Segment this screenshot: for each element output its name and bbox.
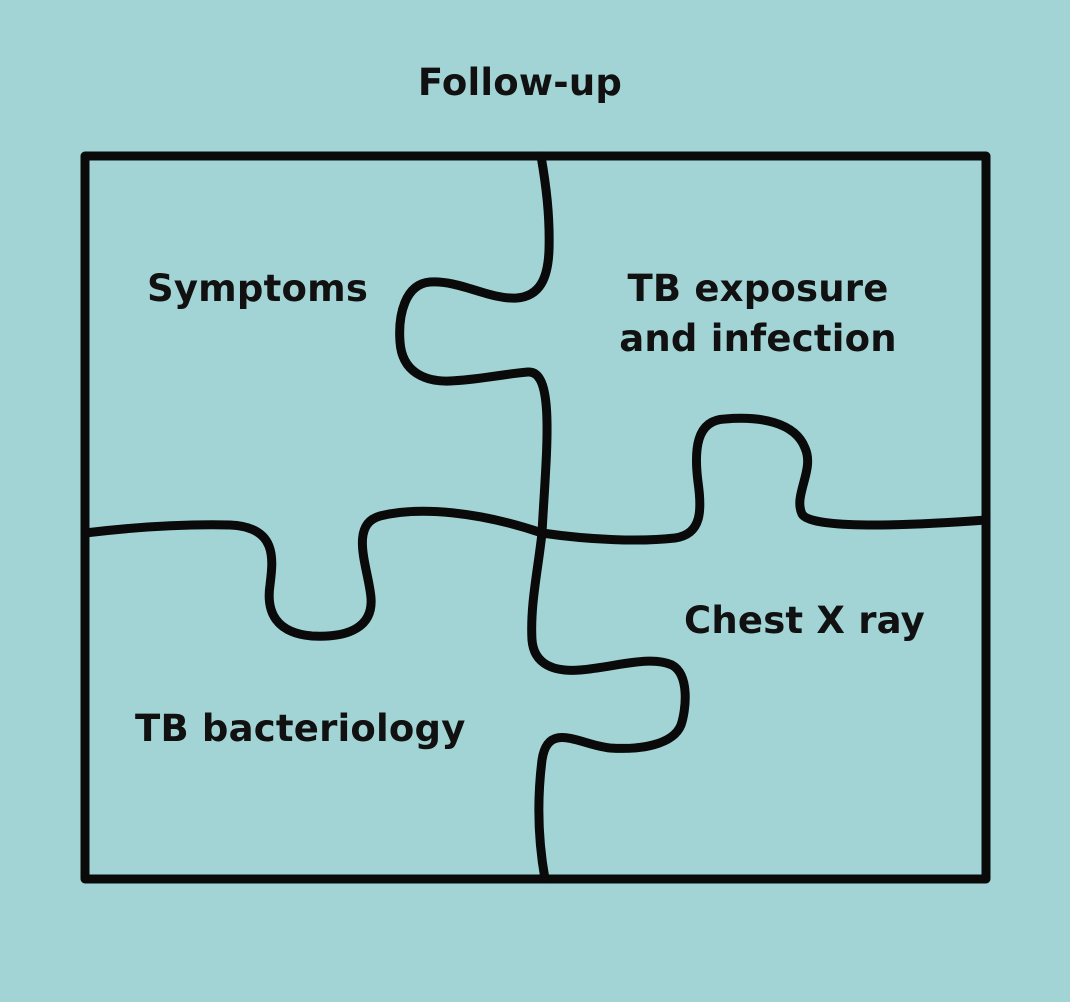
piece-label-symptoms: Symptoms: [147, 267, 369, 310]
piece-label-tb-bacteriology: TB bacteriology: [135, 707, 466, 750]
seam-right-horizontal: [537, 413, 991, 545]
diagram-title: Follow-up: [417, 61, 623, 104]
piece-label-chest-x-ray: Chest X ray: [684, 599, 925, 642]
puzzle-outline: [80, 151, 991, 884]
seam-left-horizontal: [80, 506, 547, 641]
piece-label-tb-exposure-line2: and infection: [619, 317, 897, 360]
seam-bottom-vertical: [527, 528, 690, 884]
piece-label-tb-exposure: TB exposure and infection: [600, 264, 916, 364]
seam-top-vertical: [395, 151, 554, 538]
piece-label-tb-exposure-line1: TB exposure: [627, 267, 889, 310]
